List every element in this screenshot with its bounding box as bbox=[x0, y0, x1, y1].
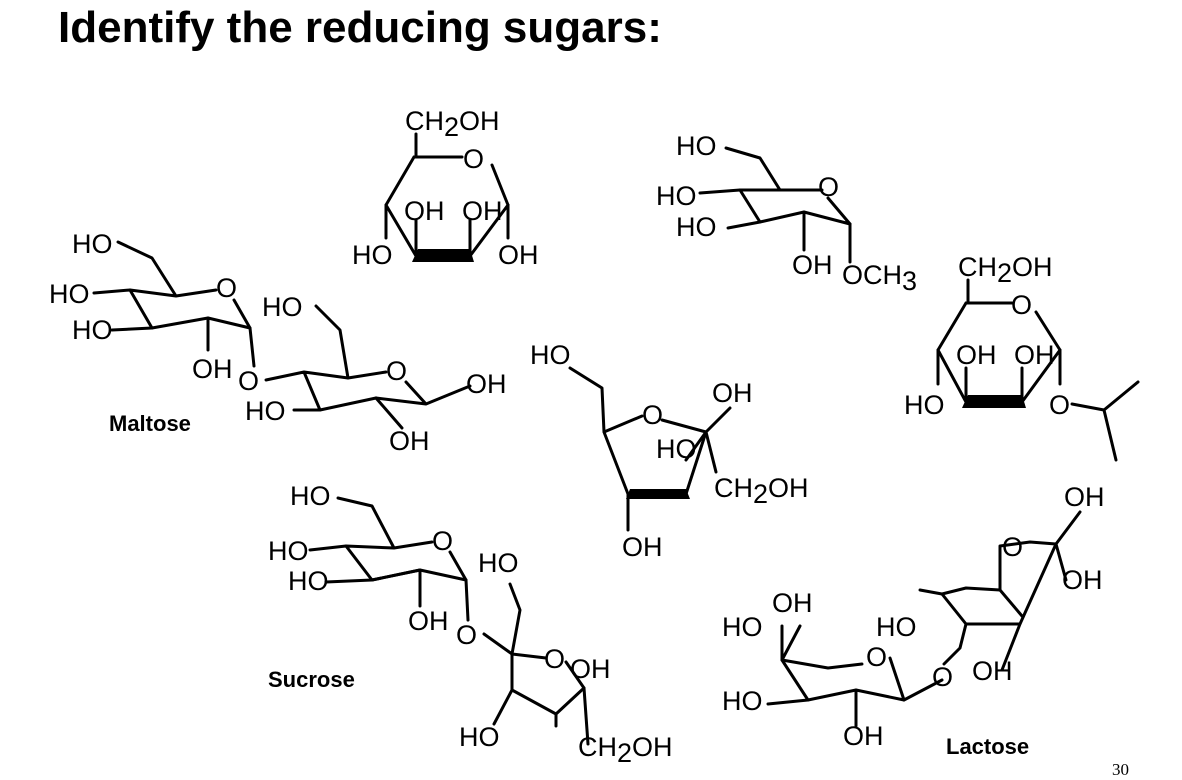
ch2oh-label: CH2OH bbox=[578, 732, 673, 768]
hydroxyl-label: HO bbox=[722, 612, 763, 642]
ch2oh-label: CH2OH bbox=[714, 473, 809, 509]
hydroxyl-label: HO bbox=[49, 279, 90, 309]
page-number: 30 bbox=[1112, 760, 1129, 779]
hydroxyl-label: HO bbox=[904, 390, 945, 420]
hydroxyl-label: HO bbox=[459, 722, 500, 752]
hydroxyl-label: HO bbox=[72, 315, 113, 345]
maltose-structure: HO HO HO O OH O HO O OH HO OH Maltose bbox=[49, 229, 507, 456]
hydroxyl-label: OH bbox=[1062, 565, 1103, 595]
hydroxyl-label: HO bbox=[676, 212, 717, 242]
hydroxyl-label: HO bbox=[290, 481, 331, 511]
hydroxyl-label: OH bbox=[792, 250, 833, 280]
hydroxyl-label: OH bbox=[972, 656, 1013, 686]
slide-title: Identify the reducing sugars: bbox=[58, 3, 662, 52]
sucrose-label: Sucrose bbox=[268, 667, 355, 692]
ring-oxygen: O bbox=[866, 642, 887, 672]
haworth-glucose: CH2OH O OH OH HO OH bbox=[352, 106, 539, 270]
hydroxyl-label: HO bbox=[288, 566, 329, 596]
ring-oxygen: O bbox=[818, 172, 839, 202]
ring-oxygen: O bbox=[216, 273, 237, 303]
ring-oxygen: O bbox=[1011, 290, 1032, 320]
hydroxyl-label: OH bbox=[466, 369, 507, 399]
hydroxyl-label: OH bbox=[843, 721, 884, 751]
hydroxyl-label: HO bbox=[478, 548, 519, 578]
methyl-glucoside: HO O HO HO OH OCH3 bbox=[656, 131, 917, 296]
hydroxyl-label: OH bbox=[1014, 340, 1055, 370]
ring-oxygen: O bbox=[463, 144, 484, 174]
hydroxyl-label: OH bbox=[712, 378, 753, 408]
hydroxyl-label: OH bbox=[498, 240, 539, 270]
isopropyl-glucoside: CH2OH O OH OH HO O bbox=[904, 252, 1140, 462]
hydroxyl-label: HO bbox=[245, 396, 286, 426]
hydroxyl-label: HO bbox=[722, 686, 763, 716]
hydroxyl-label: OH bbox=[389, 426, 430, 456]
hydroxyl-label: OH bbox=[1064, 482, 1105, 512]
fructofuranose: HO O OH HO CH2OH OH bbox=[530, 340, 809, 562]
hydroxyl-label: OH bbox=[462, 196, 503, 226]
ring-oxygen: O bbox=[642, 400, 663, 430]
hydroxyl-label: HO bbox=[530, 340, 571, 370]
maltose-label: Maltose bbox=[109, 411, 191, 436]
hydroxyl-label: OH bbox=[408, 606, 449, 636]
glycosidic-oxygen: O bbox=[456, 620, 477, 650]
ring-oxygen: O bbox=[1002, 532, 1023, 562]
hydroxyl-label: HO bbox=[656, 434, 697, 464]
sucrose-structure: HO HO HO O HO OH O O OH HO CH2OH Sucrose bbox=[268, 481, 673, 768]
hydroxyl-label: HO bbox=[72, 229, 113, 259]
hydroxyl-label: OH bbox=[622, 532, 663, 562]
glycosidic-oxygen: O bbox=[238, 366, 259, 396]
ch2oh-label: CH2OH bbox=[958, 252, 1053, 288]
hydroxyl-label: OH bbox=[192, 354, 233, 384]
hydroxyl-label: OH bbox=[772, 588, 813, 618]
ring-oxygen: O bbox=[386, 356, 407, 386]
hydroxyl-label: HO bbox=[262, 292, 303, 322]
hydroxyl-label: OH bbox=[570, 654, 611, 684]
hydroxyl-label: OH bbox=[956, 340, 997, 370]
hydroxyl-label: HO bbox=[876, 612, 917, 642]
hydroxyl-label: HO bbox=[352, 240, 393, 270]
ring-oxygen: O bbox=[432, 526, 453, 556]
ch2oh-label: CH2OH bbox=[405, 106, 500, 142]
hydroxyl-label: OH bbox=[404, 196, 445, 226]
methoxy-label: OCH3 bbox=[842, 260, 917, 296]
hydroxyl-label: HO bbox=[268, 536, 309, 566]
lactose-structure: OH O OH HO OH O OH HO O HO OH Lactose bbox=[722, 482, 1105, 759]
hydroxyl-label: HO bbox=[676, 131, 717, 161]
ring-oxygen: O bbox=[544, 644, 565, 674]
hydroxyl-label: HO bbox=[656, 181, 697, 211]
lactose-label: Lactose bbox=[946, 734, 1029, 759]
glycosidic-oxygen: O bbox=[932, 662, 953, 692]
glycosidic-oxygen: O bbox=[1049, 390, 1070, 420]
